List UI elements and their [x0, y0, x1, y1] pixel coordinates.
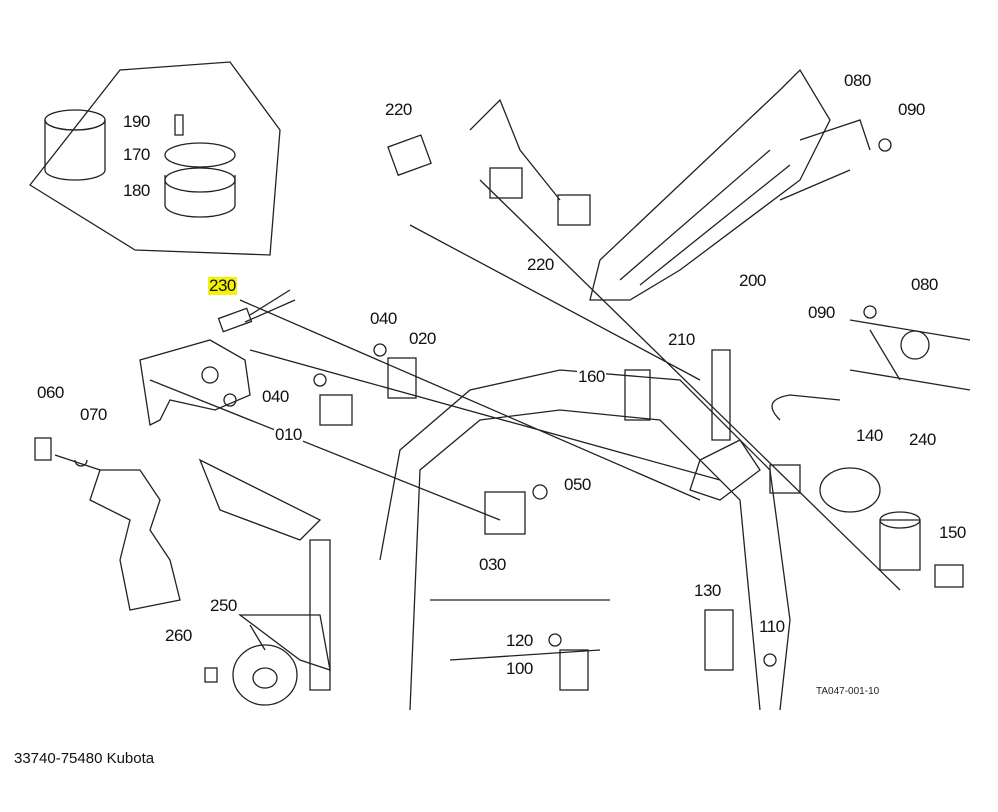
- part-label-070: 070: [79, 405, 108, 424]
- part-label-040: 040: [369, 309, 398, 328]
- part-label-240: 240: [908, 430, 937, 449]
- part-label-080: 080: [843, 71, 872, 90]
- part-label-010: 010: [274, 425, 303, 444]
- part-label-200: 200: [738, 271, 767, 290]
- part-label-030: 030: [478, 555, 507, 574]
- part-label-100: 100: [505, 659, 534, 678]
- part-label-150: 150: [938, 523, 967, 542]
- part-label-190: 190: [122, 112, 151, 131]
- part-label-260: 260: [164, 626, 193, 645]
- part-label-120: 120: [505, 631, 534, 650]
- part-label-230-highlighted: 230: [208, 276, 237, 295]
- part-label-220: 220: [384, 100, 413, 119]
- part-label-090: 090: [807, 303, 836, 322]
- part-label-220: 220: [526, 255, 555, 274]
- part-label-180: 180: [122, 181, 151, 200]
- drawing-code: TA047-001-10: [816, 686, 880, 697]
- part-label-020: 020: [408, 329, 437, 348]
- part-label-250: 250: [209, 596, 238, 615]
- part-label-210: 210: [667, 330, 696, 349]
- part-label-050: 050: [563, 475, 592, 494]
- parts-diagram-artwork: [29, 61, 971, 711]
- part-label-130: 130: [693, 581, 722, 600]
- part-label-080: 080: [910, 275, 939, 294]
- part-label-160: 160: [577, 367, 606, 386]
- part-label-140: 140: [855, 426, 884, 445]
- part-label-090: 090: [897, 100, 926, 119]
- part-label-170: 170: [122, 145, 151, 164]
- part-label-060: 060: [36, 383, 65, 402]
- part-label-040: 040: [261, 387, 290, 406]
- part-caption: 33740-75480 Kubota: [14, 750, 155, 767]
- part-label-110: 110: [758, 617, 786, 636]
